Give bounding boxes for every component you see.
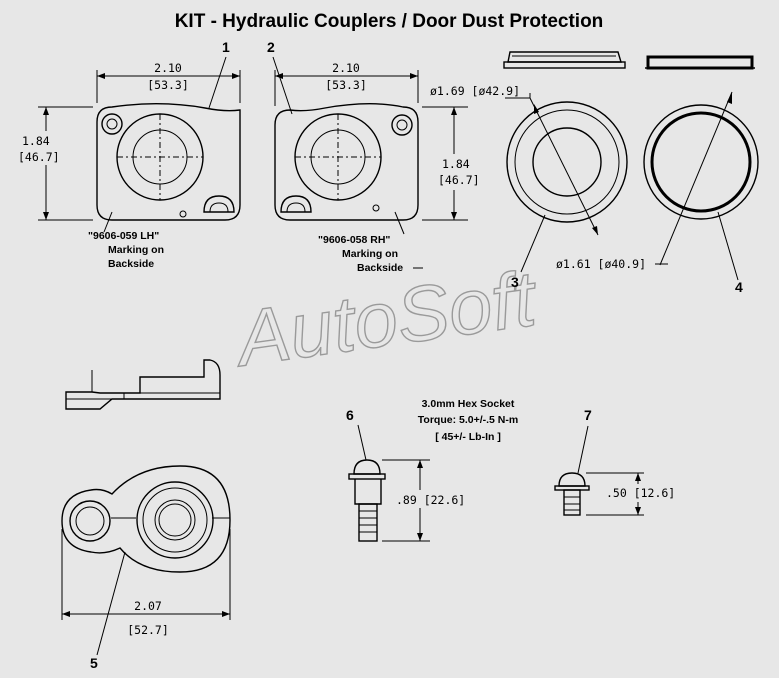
- callout-3: 3: [511, 274, 519, 290]
- plate-rh-width-mm: [53.3]: [325, 78, 367, 92]
- cap-inner-dia: ø1.61 [ø40.9]: [556, 257, 646, 271]
- callout-2: 2: [267, 39, 275, 55]
- plate-lh-marking-3: Backside: [108, 258, 154, 270]
- cap-4: [643, 55, 759, 266]
- screw-6: [348, 459, 386, 542]
- screw-note-line1: 3.0mm Hex Socket: [422, 398, 515, 410]
- latch-length-mm: [52.7]: [127, 623, 169, 637]
- plate-rh-marking-3: Backside: [357, 262, 403, 274]
- callout-5: 5: [90, 655, 98, 671]
- callout-4: 4: [735, 279, 743, 295]
- plate-lh-width-mm: [53.3]: [147, 78, 189, 92]
- plate-lh-marking-2: Marking on: [108, 244, 164, 256]
- plate-rh-height-in: 1.84: [442, 157, 470, 171]
- screw-note-line3: [ 45+/- Lb-In ]: [435, 431, 501, 443]
- drawing-title: KIT - Hydraulic Couplers / Door Dust Pro…: [175, 11, 604, 32]
- screw-7: [554, 472, 590, 516]
- latch-length-in: 2.07: [134, 599, 162, 613]
- plate-rh-width-in: 2.10: [332, 61, 360, 75]
- cap-3: [503, 51, 628, 236]
- plate-lh: [96, 103, 241, 221]
- plate-rh-marking-2: Marking on: [342, 248, 398, 260]
- plate-lh-width-in: 2.10: [154, 61, 182, 75]
- plate-lh-height-mm: [46.7]: [18, 150, 60, 164]
- screw-note-line2: Torque: 5.0+/-.5 N-m: [418, 414, 518, 426]
- plate-rh-height-mm: [46.7]: [438, 173, 480, 187]
- plate-lh-height-in: 1.84: [22, 134, 50, 148]
- callout-1: 1: [222, 39, 230, 55]
- latch-5: [61, 359, 231, 573]
- screw7-length: .50 [12.6]: [606, 486, 675, 500]
- plate-rh-marking: "9606-058 RH": [318, 234, 390, 246]
- callout-7: 7: [584, 407, 592, 423]
- plate-rh: [274, 103, 419, 221]
- plate-lh-marking: "9606-059 LH": [88, 230, 159, 242]
- callout-6: 6: [346, 407, 354, 423]
- cap-outer-dia: ø1.69 [ø42.9]: [430, 84, 520, 98]
- screw6-length: .89 [22.6]: [396, 493, 465, 507]
